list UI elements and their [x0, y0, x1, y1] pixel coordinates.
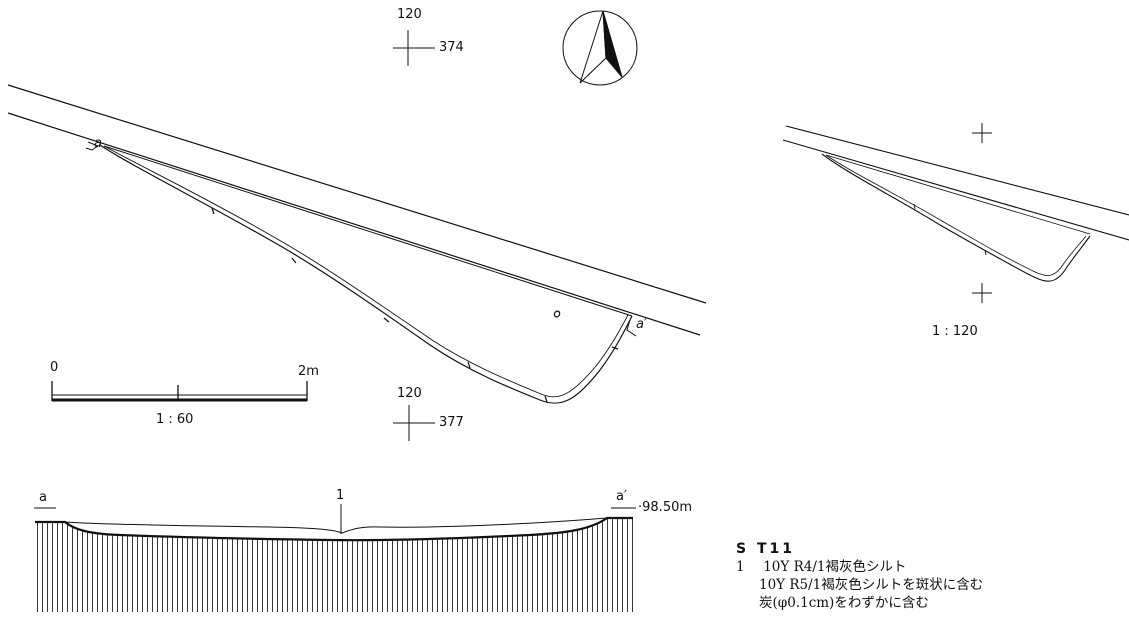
- plan-edge-line-upper: [7, 84, 707, 304]
- legend-layer-line-2: 10Y R5/1褐灰色シルトを斑状に含む: [759, 577, 984, 593]
- grid-point-bottom: [393, 405, 435, 441]
- scale-bar-start-label: 0: [50, 360, 59, 375]
- inset-edge-line-lower: [782, 139, 1129, 241]
- legend-layer-number: 1: [736, 559, 745, 575]
- pit-datum-line: [103, 145, 633, 317]
- pit-outline-inner: [103, 145, 629, 398]
- legend-layer-line-3: 炭(φ0.1cm)をわずかに含む: [759, 595, 929, 611]
- section-layer-number-label: 1: [336, 488, 345, 503]
- slope-tick: [544, 395, 548, 403]
- legend-layer-row: 1 10Y R4/1褐灰色シルト: [736, 558, 983, 576]
- point-a-prime-marker: [626, 319, 637, 337]
- plan-point-a-label: a: [94, 136, 102, 151]
- stone-mark: [553, 310, 561, 318]
- inset-grid-point-bottom: [972, 283, 992, 303]
- section-point-a-prime-label: a′: [616, 489, 627, 504]
- section-elevation-value: 98.50m: [642, 500, 693, 515]
- scale-bar: [51, 381, 308, 402]
- inset-plan: [782, 125, 1129, 282]
- point-a-marker: [85, 141, 100, 151]
- grid-top-col-label: 374: [439, 40, 464, 55]
- section-ground-hatch: [35, 518, 633, 612]
- section-point-a-label: a: [39, 490, 47, 505]
- north-arrow: [562, 10, 638, 86]
- inset-datum-line: [825, 154, 1091, 235]
- grid-bottom-col-label: 377: [439, 415, 464, 430]
- inset-pit-outline-outer: [821, 153, 1091, 282]
- plan-point-a-prime-label: a′: [636, 317, 647, 332]
- pit-outline-outer: [99, 144, 633, 404]
- legend-layer-line-1: 10Y R4/1褐灰色シルト: [763, 559, 907, 575]
- section-pit-bottom: [35, 516, 633, 542]
- section-elevation-label: ·98.50m: [638, 500, 693, 515]
- main-plan: [7, 84, 707, 404]
- slope-tick: [383, 317, 390, 323]
- legend-title: S T11: [736, 541, 795, 557]
- legend: S T11 1 10Y R4/1褐灰色シルト 10Y R5/1褐灰色シルトを斑状…: [736, 540, 983, 612]
- inset-pit-outline-inner: [825, 154, 1087, 276]
- plan-edge-line-lower: [7, 112, 701, 336]
- section-layer-top: [64, 517, 608, 534]
- inset-ratio-label: 1 : 120: [932, 324, 978, 339]
- grid-bottom-row-label: 120: [397, 386, 422, 401]
- slope-tick: [467, 361, 471, 369]
- inset-edge-line-upper: [785, 125, 1129, 216]
- slope-tick: [211, 207, 215, 215]
- slope-tick: [611, 346, 619, 350]
- slope-tick: [291, 257, 297, 264]
- grid-point-top: [393, 30, 435, 66]
- grid-top-row-label: 120: [397, 7, 422, 22]
- inset-grid-point-top: [972, 123, 992, 143]
- section-drawing: [34, 504, 636, 612]
- scale-bar-ratio-label: 1 : 60: [156, 412, 194, 427]
- scale-bar-end-label: 2m: [298, 364, 319, 379]
